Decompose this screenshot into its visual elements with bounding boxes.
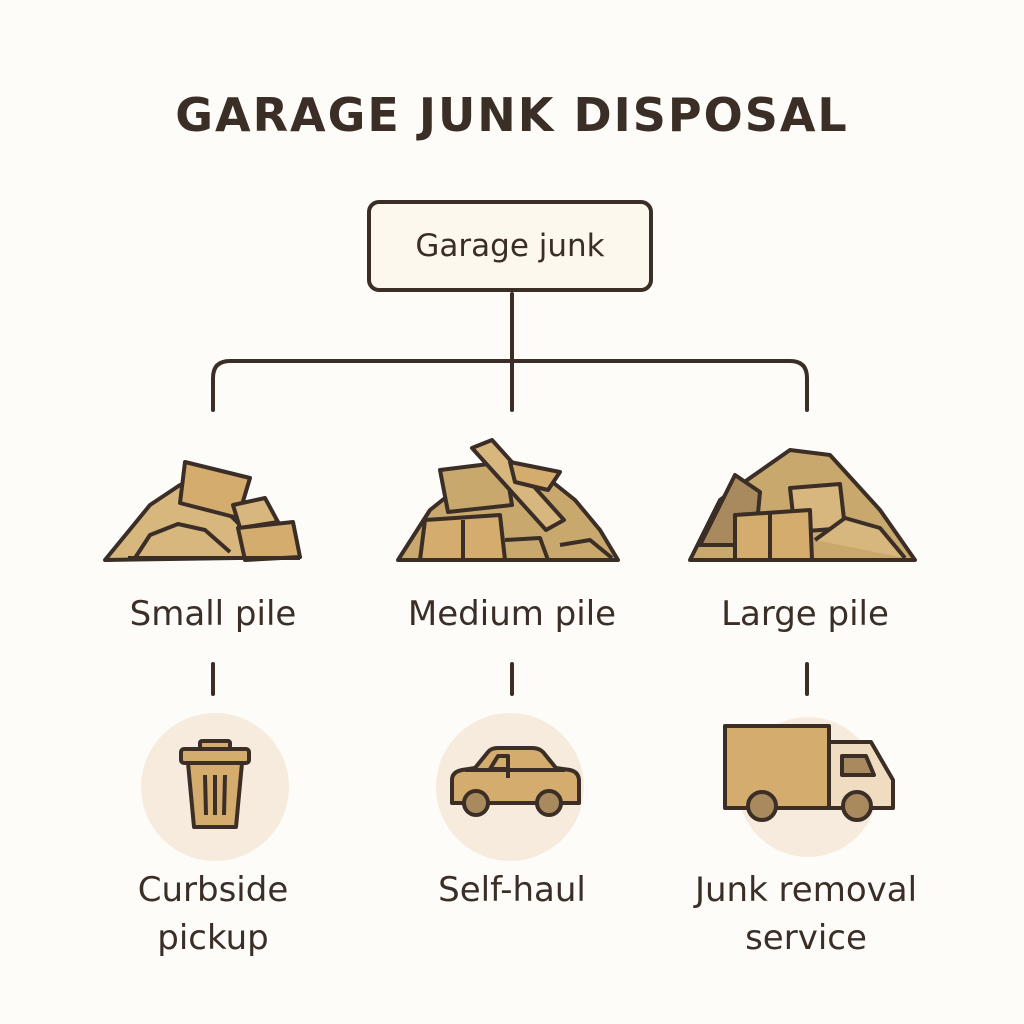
method-label-junk-removal: Junk removal service bbox=[694, 870, 918, 958]
tree-connectors bbox=[211, 292, 809, 696]
trash-can-icon bbox=[141, 713, 289, 861]
pile-label-medium: Medium pile bbox=[407, 594, 617, 634]
truck-icon bbox=[723, 717, 895, 857]
diagram-title: GARAGE JUNK DISPOSAL bbox=[175, 88, 849, 142]
car-icon bbox=[436, 713, 584, 861]
pile-label-small: Small pile bbox=[129, 594, 297, 634]
root-node-label: Garage junk bbox=[415, 228, 605, 264]
root-node: Garage junk bbox=[367, 200, 653, 292]
method-label-self-haul: Self-haul bbox=[438, 870, 586, 910]
large-junk-pile-icon bbox=[688, 448, 917, 562]
pile-label-large: Large pile bbox=[721, 594, 889, 634]
method-label-curbside: Curbside pickup bbox=[137, 870, 289, 958]
small-junk-pile-icon bbox=[103, 460, 302, 562]
medium-junk-pile-icon bbox=[396, 438, 620, 562]
